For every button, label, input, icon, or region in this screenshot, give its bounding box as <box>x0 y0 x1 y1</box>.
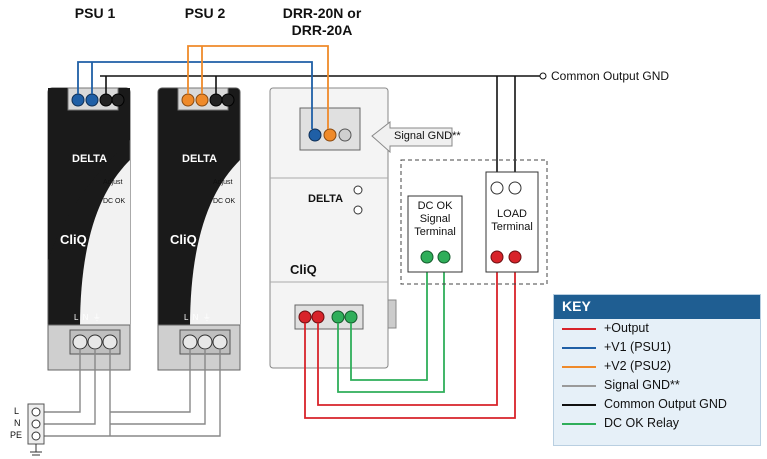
psu2-brand: DELTA <box>182 153 218 165</box>
key-label: +V1 (PSU1) <box>604 340 672 354</box>
dcok-terminal-label: DC OK Signal Terminal <box>414 200 456 238</box>
common-gnd-label: Common Output GND <box>551 69 670 83</box>
dcok-wire-2 <box>350 262 428 381</box>
key-row: +V1 (PSU1) <box>554 338 760 357</box>
key-row: DC OK Relay <box>554 414 760 433</box>
psu1-header: PSU 1 <box>74 5 116 21</box>
signal-gnd-callout <box>371 120 453 154</box>
key-rows: +Output +V1 (PSU1) +V2 (PSU2) Signal GND** C… <box>554 319 760 433</box>
key-swatch <box>562 423 596 425</box>
load-terminal-label: LOAD Terminal <box>491 208 533 233</box>
key-legend: KEY +Output +V1 (PSU1) +V2 (PSU2) Signal GN… <box>553 294 761 446</box>
key-label: +V2 (PSU2) <box>604 359 672 373</box>
psu1-brand: DELTA <box>72 153 108 165</box>
key-swatch <box>562 366 596 368</box>
mains-l-label: L <box>14 406 20 416</box>
load-enclosure <box>400 159 548 285</box>
key-row: Signal GND** <box>554 376 760 395</box>
v1-wire <box>77 61 313 129</box>
psu2-series: CliQ <box>170 232 197 247</box>
psu1-adjust-label: Adjust <box>103 179 123 186</box>
key-label: Common Output GND <box>604 397 727 411</box>
psu2-dcok-label: DC OK <box>213 198 236 205</box>
mains-pe-label: PE <box>10 430 23 440</box>
psu2-unit <box>157 87 241 371</box>
drr-brand: DELTA <box>308 193 344 205</box>
key-swatch <box>562 404 596 406</box>
output-wire-2 <box>317 262 498 406</box>
key-label: +Output <box>604 321 649 335</box>
psu1-dcok-label: DC OK <box>103 198 126 205</box>
mains-terminal-block <box>27 403 45 456</box>
key-label: DC OK Relay <box>604 416 680 430</box>
psu2-header: PSU 2 <box>184 5 226 21</box>
key-swatch <box>562 347 596 349</box>
key-row: Common Output GND <box>554 395 760 414</box>
v2-wire <box>187 45 329 129</box>
key-row: +Output <box>554 319 760 338</box>
mains-n-label: N <box>14 418 21 428</box>
key-title: KEY <box>554 295 760 319</box>
drr-header: DRR-20N or DRR-20A <box>282 5 362 38</box>
psu1-unit <box>47 87 131 371</box>
key-swatch <box>562 328 596 330</box>
output-wire-1 <box>304 262 516 419</box>
psu2-adjust-label: Adjust <box>213 179 233 186</box>
psu1-series: CliQ <box>60 232 87 247</box>
drr-module <box>269 87 397 369</box>
key-swatch <box>562 385 596 387</box>
common-gnd-endpoint <box>539 72 547 80</box>
signal-gnd-label: Signal GND** <box>394 130 461 142</box>
drr-series: CliQ <box>290 262 317 277</box>
psu1-input-terminal-label: L N ⏚ <box>74 313 101 322</box>
mains-wires <box>42 349 221 437</box>
dcok-wire-1 <box>337 262 445 393</box>
psu2-input-terminal-label: L N ⏚ <box>184 313 211 322</box>
key-label: Signal GND** <box>604 378 680 392</box>
key-row: +V2 (PSU2) <box>554 357 760 376</box>
dcok-terminal-box <box>407 195 463 273</box>
